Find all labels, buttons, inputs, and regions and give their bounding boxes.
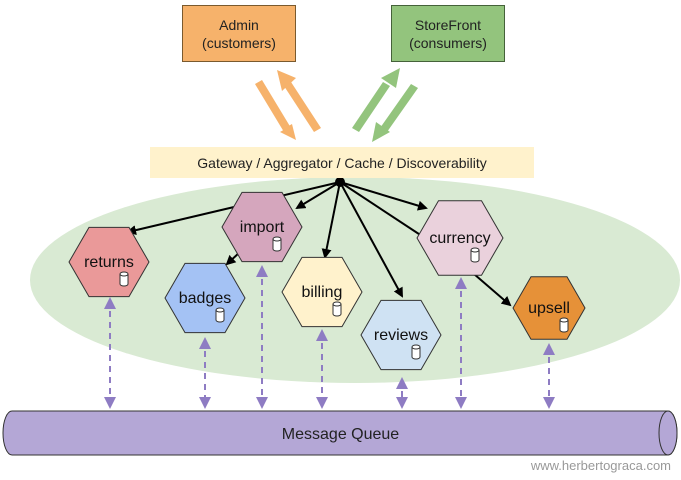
queue-end-cap — [658, 410, 678, 456]
admin-arrows — [255, 70, 321, 140]
arrow-to-currency — [339, 181, 430, 242]
message-queue — [2, 410, 678, 456]
database-icon — [119, 271, 129, 287]
admin-down-arrow-shaft — [255, 80, 291, 132]
service-returns-hexagon — [68, 226, 150, 298]
database-icon — [470, 247, 480, 263]
storefront-up-arrow-head — [381, 68, 400, 88]
service-import: import — [221, 191, 303, 263]
storefront-up-arrow-shaft — [352, 82, 390, 132]
service-returns: returns — [68, 226, 150, 298]
message-queue-label: Message Queue — [281, 426, 400, 443]
service-reviews: reviews — [360, 299, 442, 371]
service-currency-hexagon — [416, 200, 504, 276]
service-returns-label: returns — [84, 254, 134, 271]
admin-up-arrow-shaft — [284, 82, 321, 132]
service-import-label: import — [240, 219, 285, 236]
service-badges-hexagon — [164, 262, 246, 334]
service-billing: billing — [281, 256, 363, 328]
arrow-to-reviews — [339, 181, 403, 298]
service-badges-label: badges — [179, 290, 232, 307]
gateway-label: Gateway / Aggregator / Cache / Discovera… — [197, 154, 487, 171]
database-icon — [332, 301, 342, 317]
service-reviews-label: reviews — [374, 327, 428, 344]
services-layer: returns import badges billing reviews currenc… — [68, 191, 586, 371]
admin-up-arrow-head — [277, 70, 296, 91]
service-import-hexagon — [221, 191, 303, 263]
bus-arrows — [104, 265, 555, 409]
storefront-down-arrow-head — [372, 122, 390, 142]
gateway-bar: Gateway / Aggregator / Cache / Discovera… — [150, 147, 534, 178]
service-currency: currency — [416, 200, 504, 276]
admin-client-box: Admin (customers) — [182, 5, 296, 62]
storefront-label: StoreFront (consumers) — [409, 16, 487, 51]
arrow-currency-to-upsell — [473, 273, 512, 307]
service-currency-label: currency — [429, 230, 490, 247]
service-upsell-label: upsell — [528, 300, 570, 317]
arrow-to-import — [295, 181, 341, 210]
service-upsell: upsell — [512, 276, 586, 340]
watermark: www.herbertograca.com — [530, 458, 671, 473]
database-icon — [411, 344, 421, 360]
storefront-client-box: StoreFront (consumers) — [391, 5, 505, 62]
arrow-to-currency-top — [339, 181, 428, 211]
service-billing-hexagon — [281, 256, 363, 328]
database-icon — [215, 307, 225, 323]
database-icon — [272, 236, 282, 252]
admin-label: Admin (customers) — [202, 16, 276, 51]
storefront-arrows — [352, 68, 418, 142]
admin-down-arrow — [257, 82, 296, 140]
arrow-to-billing — [321, 181, 341, 259]
service-reviews-hexagon — [360, 299, 442, 371]
storefront-down-arrow-shaft — [380, 84, 418, 132]
service-billing-label: billing — [302, 284, 343, 301]
database-icon — [559, 317, 569, 333]
service-badges: badges — [164, 262, 246, 334]
